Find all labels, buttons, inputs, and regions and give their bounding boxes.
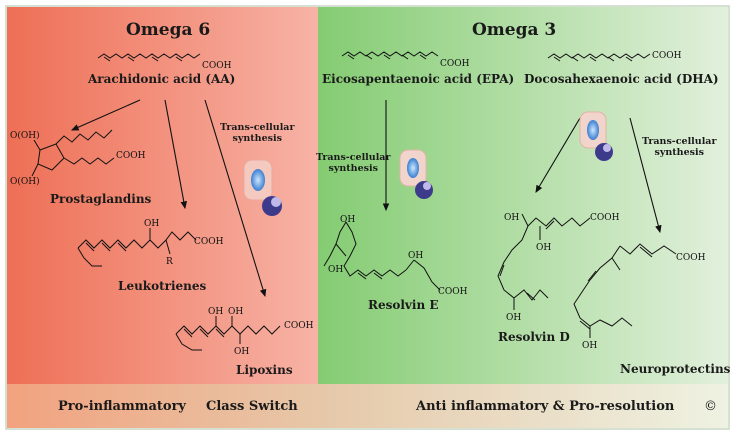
cell-icon-omega6 [243,159,282,216]
arrow-dha-to-resolvin-d [535,117,581,193]
lx-oh-2: OH [228,307,243,317]
arrow-aa-to-prostaglandins [70,99,141,131]
bottom-bar [7,384,728,428]
lipoxins-label: Lipoxins [236,363,293,377]
rvd-oh-1: OH [504,213,519,223]
dha-structure [547,53,651,62]
pg-ooh-top: O(OH) [10,130,40,141]
resolvin-d-structure [497,213,591,310]
prostaglandin-structure [31,129,115,177]
arrow-aa-to-leukotrienes [164,99,188,210]
rvd-oh-2: OH [536,243,551,253]
arrow-dha-to-neuroprotectins [629,117,662,234]
arrow-aa-to-lipoxins [204,99,267,298]
lt-cooh-label: COOH [194,237,224,247]
aa-structure [97,53,201,62]
aa-label: Arachidonic acid (AA) [88,72,236,86]
lx-oh-3: OH [234,347,249,357]
outer-border [5,5,730,430]
rvd-cooh-label: COOH [590,213,620,223]
pro-inflammatory-label: Pro-inflammatory [58,399,186,414]
npd-oh-label: OH [582,341,597,351]
rve-oh-3: OH [408,251,423,261]
neuroprotectin-structure [573,243,677,338]
cell-icon-dha [579,111,613,161]
epa-cooh-label: COOH [440,59,470,69]
omega3-panel [318,7,728,384]
omega6-title: Omega 6 [126,20,211,40]
dha-cooh-label: COOH [652,51,682,61]
rvd-oh-3: OH [506,313,521,323]
transcellular-label-omega6: Trans-cellular synthesis [220,122,295,144]
anti-inflammatory-label: Anti inflammatory & Pro-resolution [416,399,675,414]
resolvin-e-label: Resolvin E [368,298,439,312]
resolvin-d-label: Resolvin D [498,330,570,344]
rve-oh-1: OH [340,215,355,225]
epa-structure [341,51,439,60]
neuroprotectins-label: Neuroprotectins [620,362,731,376]
resolvin-e-structure [323,221,441,291]
rve-cooh-label: COOH [438,287,468,297]
cell-icon-epa [399,149,433,199]
transcellular-label-epa: Trans-cellular synthesis [316,152,391,174]
copyright-mark: © [704,399,717,414]
aa-cooh-label: COOH [202,61,232,71]
pg-cooh-label: COOH [116,151,146,161]
prostaglandins-label: Prostaglandins [50,192,152,206]
omega3-title: Omega 3 [472,20,557,40]
lt-oh-label: OH [144,219,159,229]
lx-cooh-label: COOH [284,321,314,331]
pg-ooh-bottom: O(OH) [10,176,40,187]
leukotriene-structure [77,228,197,267]
lt-r-label: R [166,257,173,267]
lipoxin-structure [175,316,281,351]
lx-oh-1: OH [208,307,223,317]
rve-oh-2: OH [328,265,343,275]
class-switch-label: Class Switch [206,399,298,414]
dha-label: Docosahexaenoic acid (DHA) [524,72,719,86]
npd-cooh-label: COOH [676,253,706,263]
transcellular-label-dha: Trans-cellular synthesis [642,136,717,158]
pathway-arrows [70,99,662,298]
epa-label: Eicosapentaenoic acid (EPA) [322,72,515,86]
leukotrienes-label: Leukotrienes [118,279,207,293]
